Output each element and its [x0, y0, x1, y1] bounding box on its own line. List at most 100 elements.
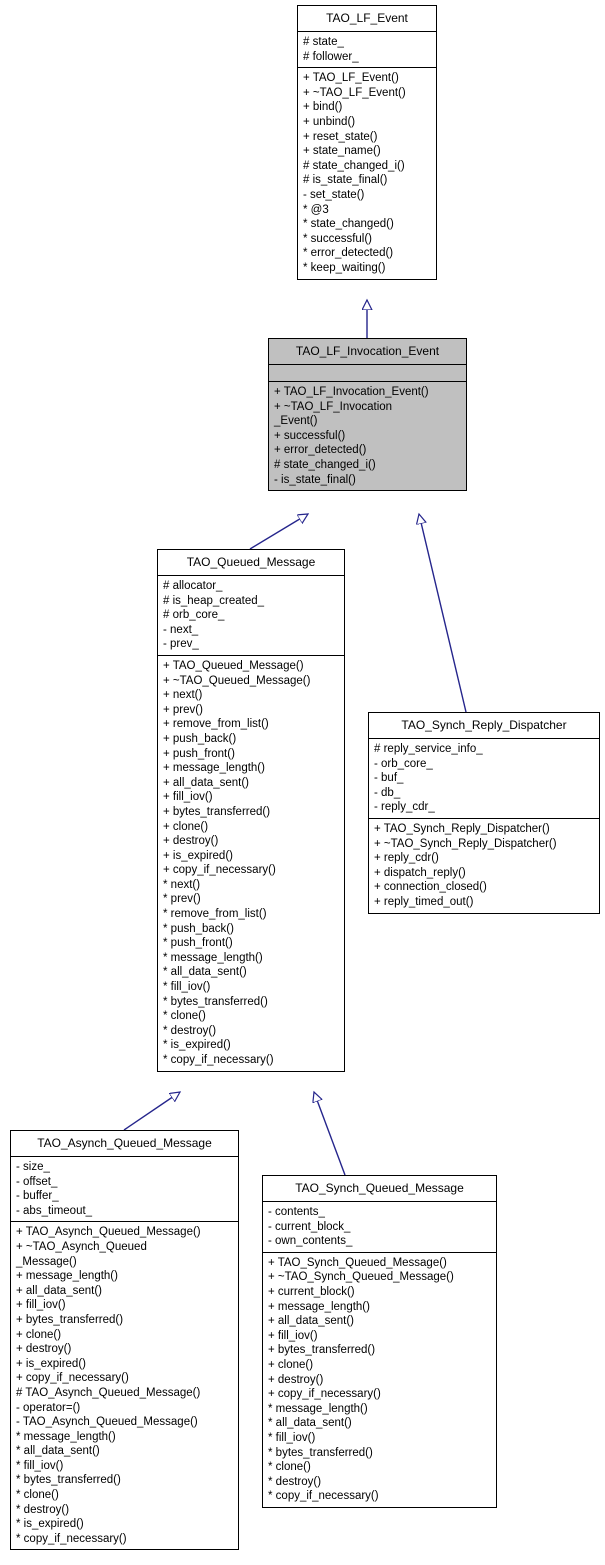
operation-row: + all_data_sent() — [16, 1284, 102, 1297]
operation-row: + is_expired() — [163, 849, 233, 862]
class-attributes-tao-synch-queued-message: - contents_- current_block_- own_content… — [263, 1202, 496, 1253]
operation-row: + current_block() — [268, 1285, 355, 1298]
attribute-row: - abs_timeout_ — [16, 1204, 93, 1217]
operation-row: * destroy() — [268, 1475, 322, 1488]
operation-row: # state_changed_i() — [274, 458, 376, 471]
operation-row: * prev() — [163, 893, 201, 906]
attribute-row: - offset_ — [16, 1175, 58, 1188]
class-attributes-tao-lf-invocation-event — [269, 365, 466, 382]
operation-row: * keep_waiting() — [303, 261, 386, 274]
operation-row: * destroy() — [16, 1503, 70, 1516]
operation-row: + fill_iov() — [268, 1329, 318, 1342]
operation-row: + copy_if_necessary() — [163, 864, 276, 877]
operation-row: * successful() — [303, 232, 373, 245]
operation-row: * clone() — [163, 1010, 206, 1023]
operation-row: * fill_iov() — [163, 981, 211, 994]
operation-row: + bytes_transferred() — [163, 805, 271, 818]
operation-row: * message_length() — [268, 1402, 368, 1415]
operation-row: * fill_iov() — [268, 1431, 316, 1444]
class-attributes-tao-lf-event: # state_# follower_ — [298, 32, 436, 69]
attribute-row: - buf_ — [374, 772, 404, 785]
attribute-row: - prev_ — [163, 638, 199, 651]
operation-row: + destroy() — [16, 1343, 72, 1356]
operation-row: * @3 — [303, 203, 329, 216]
class-title-tao-asynch-queued-message: TAO_Asynch_Queued_Message — [11, 1131, 238, 1157]
uml-class-tao-lf-invocation-event[interactable]: TAO_LF_Invocation_Event + TAO_LF_Invocati… — [268, 338, 467, 492]
operation-row: + bytes_transferred() — [16, 1313, 124, 1326]
operation-row: + push_back() — [163, 732, 237, 745]
operation-row: + ~TAO_Synch_Queued_Message() — [268, 1271, 454, 1284]
operation-row: + ~TAO_Queued_Message() — [163, 674, 311, 687]
operation-row: + reply_timed_out() — [374, 895, 474, 908]
operation-row: + bind() — [303, 101, 343, 114]
operation-row: + remove_from_list() — [163, 718, 269, 731]
edge-asynch-to-queued — [123, 1092, 180, 1131]
operation-row: + message_length() — [268, 1300, 370, 1313]
class-title-tao-synch-queued-message: TAO_Synch_Queued_Message — [263, 1176, 496, 1202]
attribute-row: - orb_core_ — [374, 757, 433, 770]
operation-row: * next() — [163, 878, 201, 891]
operation-row: + TAO_LF_Invocation_Event() — [274, 386, 429, 398]
operation-row: + reset_state() — [303, 130, 378, 143]
operation-row: * all_data_sent() — [163, 966, 247, 979]
operation-row: + is_expired() — [16, 1357, 86, 1370]
operation-row: - is_state_final() — [274, 473, 356, 486]
class-title-tao-queued-message: TAO_Queued_Message — [158, 550, 344, 576]
operation-row: # is_state_final() — [303, 174, 388, 187]
operation-row: * destroy() — [163, 1024, 217, 1037]
operation-row: + reply_cdr() — [374, 852, 439, 865]
operation-row: * copy_if_necessary() — [268, 1490, 379, 1503]
attribute-row: - contents_ — [268, 1206, 325, 1218]
operation-row: * bytes_transferred() — [268, 1446, 373, 1459]
class-operations-tao-synch-queued-message: + TAO_Synch_Queued_Message() + ~TAO_Synch… — [263, 1253, 496, 1507]
operation-row: + dispatch_reply() — [374, 866, 466, 879]
class-operations-tao-lf-event: + TAO_LF_Event()+ ~TAO_LF_Event()+ bind(… — [298, 68, 436, 278]
class-attributes-tao-synch-reply-dispatcher: # reply_service_info_- orb_core_- buf_- … — [369, 739, 599, 819]
operation-row: * copy_if_necessary() — [163, 1054, 274, 1066]
operation-row: * is_expired() — [16, 1518, 84, 1531]
operation-row: + ~TAO_Synch_Reply_Dispatcher() — [374, 837, 557, 850]
operation-row: + copy_if_necessary() — [16, 1372, 129, 1385]
operation-row: * push_front() — [163, 937, 233, 950]
operation-row: + TAO_Queued_Message() — [163, 659, 304, 672]
uml-class-tao-queued-message[interactable]: TAO_Queued_Message# allocator_# is_heap_… — [157, 549, 345, 1072]
operation-row: * bytes_transferred() — [163, 995, 268, 1008]
operation-row: * all_data_sent() — [268, 1417, 352, 1430]
operation-row: * clone() — [268, 1461, 311, 1474]
operation-row: * copy_if_necessary() — [16, 1532, 127, 1545]
operation-row: + prev() — [163, 703, 203, 716]
operation-row: * is_expired() — [163, 1039, 231, 1052]
uml-class-tao-lf-event[interactable]: TAO_LF_Event# state_# follower_+ TAO_LF_… — [297, 5, 437, 280]
uml-class-tao-synch-reply-dispatcher[interactable]: TAO_Synch_Reply_Dispatcher# reply_servic… — [368, 712, 600, 914]
operation-row: + ~TAO_LF_Invocation — [274, 400, 393, 413]
operation-row: # state_changed_i() — [303, 159, 405, 172]
attribute-row: # reply_service_info_ — [374, 743, 483, 755]
class-attributes-tao-asynch-queued-message: - size_- offset_- buffer_- abs_timeout_ — [11, 1157, 238, 1223]
operation-row: * bytes_transferred() — [16, 1474, 121, 1487]
class-operations-tao-queued-message: + TAO_Queued_Message() + ~TAO_Queued_Mess… — [158, 656, 344, 1071]
operation-row: * all_data_sent() — [16, 1445, 100, 1458]
operation-row: * message_length() — [16, 1430, 116, 1443]
attribute-row: - own_contents_ — [268, 1235, 353, 1248]
uml-class-tao-asynch-queued-message[interactable]: TAO_Asynch_Queued_Message- size_- offset… — [10, 1130, 239, 1551]
operation-row: + clone() — [268, 1358, 314, 1371]
operation-row: - TAO_Asynch_Queued_Message() — [16, 1416, 198, 1429]
operation-row: + message_length() — [163, 762, 265, 775]
operation-row: + all_data_sent() — [163, 776, 249, 789]
operation-row: + destroy() — [163, 835, 219, 848]
operation-row: - set_state() — [303, 188, 365, 201]
operation-row: + ~TAO_Asynch_Queued — [16, 1240, 147, 1253]
operation-row: + clone() — [163, 820, 209, 833]
operation-row: * state_changed() — [303, 218, 394, 231]
operation-row: + TAO_Synch_Queued_Message() — [268, 1256, 447, 1269]
attribute-row: - buffer_ — [16, 1190, 59, 1203]
operation-row: + message_length() — [16, 1270, 118, 1283]
operation-row: + successful() — [274, 429, 346, 442]
operation-row: + push_front() — [163, 747, 235, 760]
class-title-tao-lf-invocation-event: TAO_LF_Invocation_Event — [269, 339, 466, 365]
operation-row: + error_detected() — [274, 444, 367, 457]
uml-class-tao-synch-queued-message[interactable]: TAO_Synch_Queued_Message- contents_- cur… — [262, 1175, 497, 1508]
edge-dispatcher-to-invocation — [419, 514, 467, 713]
attribute-row: # orb_core_ — [163, 609, 225, 622]
attribute-row: # follower_ — [303, 50, 359, 63]
